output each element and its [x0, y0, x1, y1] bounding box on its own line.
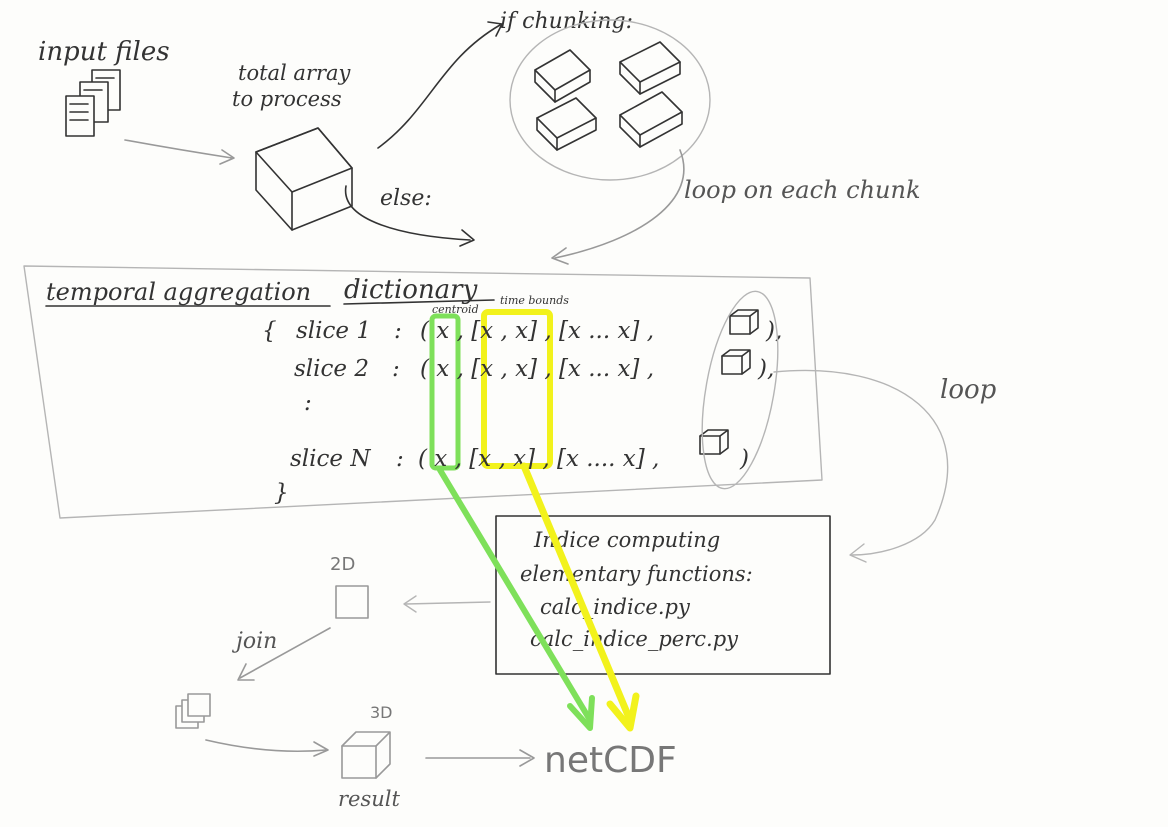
indice-box-line1: Indice computing	[533, 528, 720, 552]
row-tuple: ( x , [x , x] , [x ... x] ,	[420, 356, 654, 382]
row-tuple: ( x , [x , x] , [x .... x] ,	[418, 446, 659, 472]
row-name: slice N	[290, 446, 371, 472]
arrow-head	[219, 149, 235, 165]
indice-box-line4: calc_indice_perc.py	[530, 627, 739, 651]
time-bounds-annotation: time bounds	[500, 294, 569, 307]
netcdf-label: netCDF	[544, 740, 677, 781]
arrow-head	[849, 543, 867, 563]
title-underline	[343, 299, 495, 305]
arrow-else	[344, 185, 471, 241]
2d-square-icon	[335, 585, 369, 619]
label-3d: 3D	[370, 703, 393, 722]
arrow-head	[487, 21, 503, 37]
row-name: slice 1	[296, 318, 371, 344]
cube-icon	[699, 429, 729, 455]
centroid-arrow	[437, 467, 593, 723]
arrow-files-to-array	[124, 139, 233, 159]
3d-cube-icon	[341, 731, 391, 779]
else-label: else:	[380, 186, 432, 211]
indice-box-line3: calc_indice.py	[540, 595, 691, 619]
row-tuple: ( x , [x , x] , [x ... x] ,	[420, 318, 654, 344]
row-close: ),	[757, 356, 774, 382]
loop-each-chunk-label: loop on each chunk	[684, 176, 921, 204]
chunk-icon	[534, 49, 591, 103]
indice-box	[495, 515, 831, 675]
arrow-to-chunking	[377, 24, 501, 149]
arrow-to-2d	[405, 601, 491, 605]
time-bounds-highlight	[481, 309, 553, 469]
join-label: join	[231, 629, 277, 654]
row-open-brace: {	[262, 318, 277, 344]
dictionary-rows: { slice 1 : ( x , [x , x] , [x ... x] , …	[262, 318, 782, 506]
dictionary-title-part2: dictionary	[344, 275, 478, 305]
centroid-highlight	[429, 313, 461, 471]
row-name: slice 2	[294, 356, 369, 382]
arrow-head	[519, 749, 535, 767]
chunk-icon	[619, 91, 683, 148]
row-sep: :	[392, 356, 400, 382]
indice-box-line2: elementary functions:	[520, 562, 753, 586]
input-files-label: input files	[38, 37, 170, 67]
centroid-annotation: centroid	[432, 303, 479, 316]
arrow-head	[459, 229, 475, 247]
dictionary-panel	[23, 265, 823, 519]
chunks-circle	[509, 19, 711, 181]
total-array-label-2: to process	[232, 87, 342, 111]
total-array-box-icon	[255, 127, 353, 231]
result-label: result	[338, 787, 400, 811]
arrow-head	[237, 663, 255, 681]
row-close-brace: }	[274, 480, 289, 506]
row-sep: :	[396, 446, 404, 472]
chunk-icon	[536, 97, 597, 151]
chunk-icons	[534, 41, 683, 151]
cube-icons	[699, 309, 759, 455]
arrow-loop	[773, 369, 949, 556]
cube-icon	[729, 309, 759, 335]
arrow-head	[567, 695, 595, 731]
arrow-loop-chunk	[554, 149, 685, 259]
row-sep: :	[394, 318, 402, 344]
row-ellipsis: :	[304, 390, 312, 416]
arrow-to-3d	[205, 739, 327, 753]
row-close: ),	[765, 318, 782, 344]
time-bounds-arrow	[520, 462, 634, 724]
row-close: )	[739, 446, 749, 472]
label-2d: 2D	[330, 554, 355, 575]
if-chunking-label: if chunking:	[500, 9, 633, 34]
stacked-layers-icon	[175, 693, 211, 729]
arrow-head	[403, 595, 417, 613]
dictionary-title-part1: temporal aggregation	[46, 278, 311, 306]
loop-label: loop	[940, 375, 997, 405]
chunk-icon	[619, 41, 681, 95]
cube-icon	[721, 349, 751, 375]
arrow-join	[239, 627, 331, 679]
input-files-icon	[65, 69, 121, 137]
total-array-label-1: total array	[238, 61, 352, 85]
arrow-head	[551, 247, 569, 265]
arrow-head	[606, 692, 640, 732]
arrow-head	[313, 741, 329, 757]
cube-column-ellipse	[701, 290, 779, 490]
